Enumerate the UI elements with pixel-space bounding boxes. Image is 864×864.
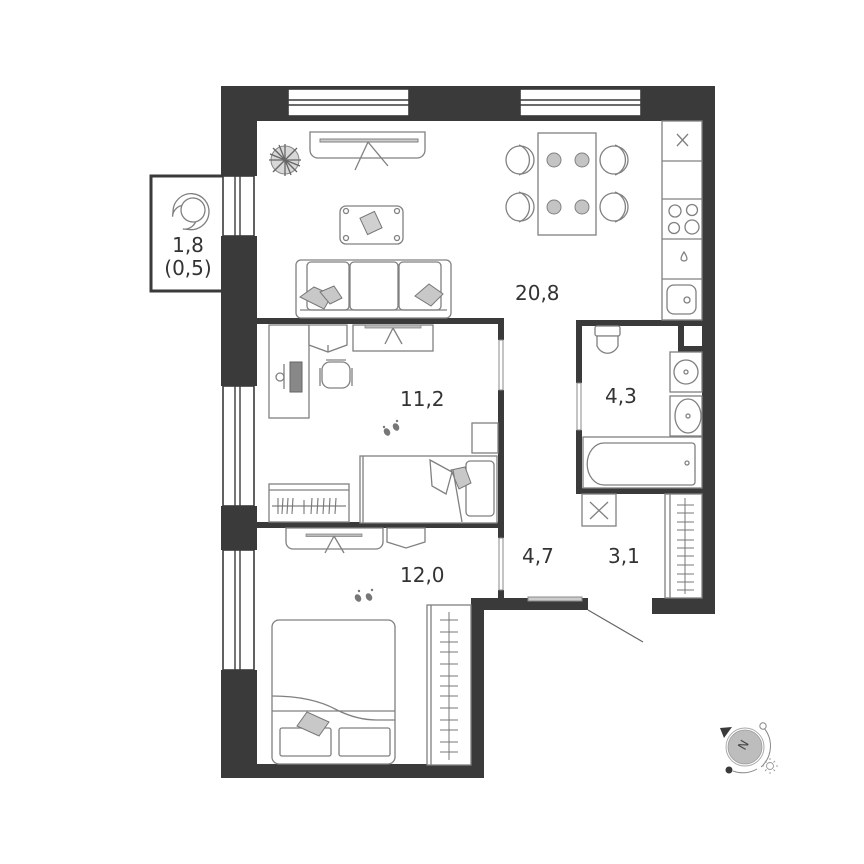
sofa-icon	[295, 259, 452, 319]
bedroom-1-furniture	[268, 324, 499, 524]
area-label-bedroom-1: 11,2	[400, 387, 445, 411]
balcony-area-reduced: (0,5)	[164, 256, 212, 280]
double-bed-icon	[271, 619, 396, 765]
tv-stand-icon	[309, 131, 426, 171]
hallway-furniture	[581, 493, 703, 599]
living-furniture	[269, 120, 703, 321]
water-drop-icon	[680, 250, 688, 262]
area-label-balcony: 1,8 (0,5)	[158, 234, 218, 280]
windows	[222, 88, 642, 671]
kitchen-sink-icon	[666, 284, 697, 315]
toilet-icon	[594, 325, 621, 354]
washing-machine-icon	[669, 351, 703, 393]
dining-table-icon	[537, 132, 597, 236]
tv-stand-icon	[352, 324, 434, 352]
area-label-hallway: 4,7	[522, 544, 554, 568]
plant-icon	[269, 144, 301, 176]
balcony-door	[222, 175, 255, 237]
footprints-icon	[354, 588, 374, 602]
window-top-right	[519, 88, 642, 117]
doors	[498, 339, 644, 643]
window-bedroom-2	[222, 549, 255, 671]
bathtub-icon	[582, 436, 703, 489]
north-arrow-icon	[720, 727, 732, 738]
stove-icon	[667, 203, 700, 235]
bathroom-furniture	[582, 325, 703, 489]
footprints-icon	[382, 419, 400, 436]
area-label-bathroom: 4,3	[605, 384, 637, 408]
coffee-table-icon	[339, 205, 404, 245]
dining-chairs-icon	[505, 144, 629, 223]
window-bedroom-1	[222, 385, 255, 507]
ventilation-icon	[676, 133, 689, 147]
wardrobe-icon	[426, 604, 472, 766]
utility-panel-icon	[581, 493, 617, 527]
desk-icon	[268, 324, 310, 419]
moon-icon	[759, 722, 767, 730]
wardrobe-icon	[664, 493, 703, 599]
kitchen-counter	[661, 120, 703, 321]
bedroom-2-furniture	[271, 527, 472, 766]
area-label-bedroom-2: 12,0	[400, 563, 445, 587]
washbasin-icon	[669, 395, 703, 437]
armchair-icon	[171, 193, 210, 231]
single-bed-icon	[359, 455, 498, 524]
window-top-left	[287, 88, 410, 117]
wardrobe-icon	[268, 483, 350, 523]
balcony	[149, 174, 226, 293]
sun-icon	[762, 758, 778, 774]
compass	[720, 722, 778, 774]
area-label-corridor: 3,1	[608, 544, 640, 568]
area-label-kitchen-living: 20,8	[515, 281, 560, 305]
tv-stand-icon	[285, 527, 384, 554]
office-chair-icon	[319, 359, 353, 389]
balcony-area: 1,8	[172, 233, 204, 257]
